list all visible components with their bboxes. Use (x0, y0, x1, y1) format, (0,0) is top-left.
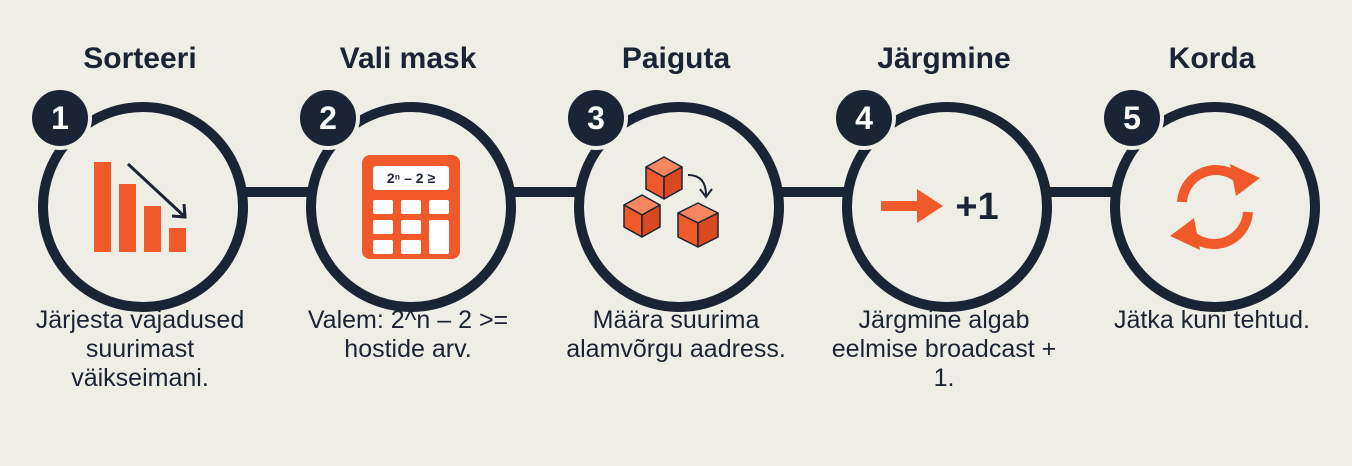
step-1: Sorteeri 1 Järjesta vajadused suurimast … (10, 0, 270, 393)
step-number-badge: 2 (296, 86, 360, 150)
step-title: Korda (1168, 42, 1256, 75)
arrow-plus-one-icon: +1 (881, 186, 999, 228)
step-title: Paiguta (621, 42, 731, 75)
plus-one-text: +1 (955, 186, 998, 228)
repeat-cycle-icon (1170, 164, 1260, 250)
step-title: Sorteeri (83, 42, 197, 75)
step-description: Järgmine algab eelmise broadcast + 1. (831, 306, 1057, 392)
sorted-bars-icon (94, 162, 187, 252)
step-number-badge: 4 (832, 86, 896, 150)
step-circle (38, 102, 248, 312)
step-description: Määra suurima alamvõrgu aadress. (566, 306, 786, 363)
step-4: Järgmine +1 4 Järgmine algab eelmise bro… (814, 0, 1074, 393)
step-title: Vali mask (339, 42, 477, 75)
step-number-badge: 3 (564, 86, 628, 150)
step-circle (574, 102, 784, 312)
step-5: Korda 5 Jätka kuni tehtud. (1082, 0, 1342, 335)
step-3: Paiguta 3 Määra suurima ala (546, 0, 806, 364)
calculator-icon: 2ⁿ – 2 ≥ (362, 155, 460, 259)
calculator-display-text: 2ⁿ – 2 ≥ (387, 170, 436, 186)
step-description: Valem: 2^n – 2 >= hostide arv. (307, 306, 509, 363)
step-number-badge: 5 (1100, 86, 1164, 150)
step-number-badge: 1 (28, 86, 92, 150)
step-description: Järjesta vajadused suurimast väikseimani… (35, 306, 245, 392)
stacked-cubes-icon (623, 156, 719, 248)
step-2: Vali mask 2ⁿ – 2 ≥ 2 Valem: 2^n – 2 >= h… (278, 0, 538, 364)
step-title: Järgmine (877, 42, 1011, 75)
